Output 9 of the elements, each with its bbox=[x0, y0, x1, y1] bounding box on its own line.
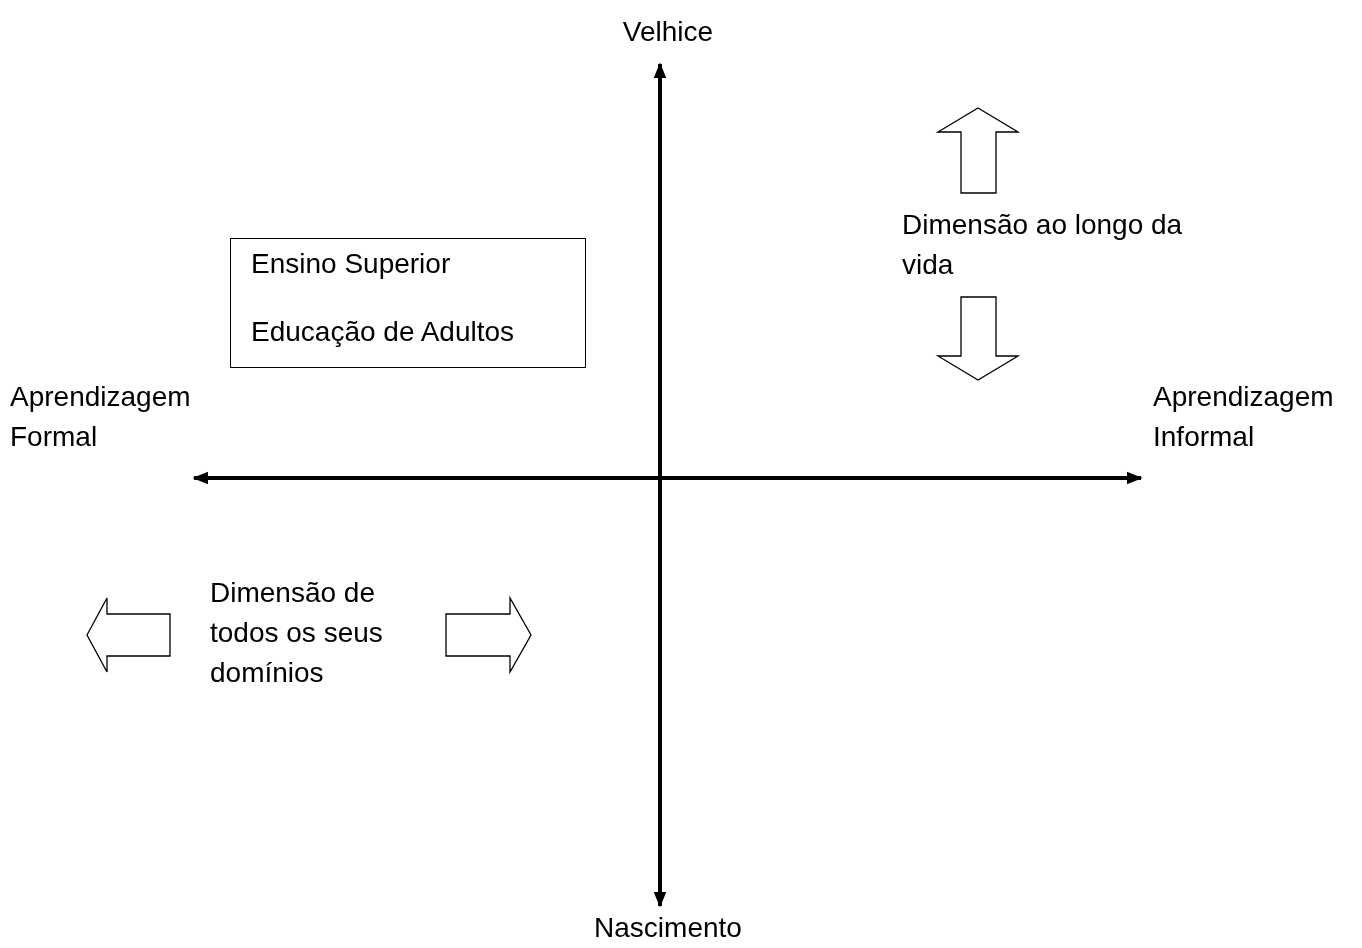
dimension-text: Dimensão ao longo da vida bbox=[902, 208, 1184, 282]
axis-label: Nascimento bbox=[593, 911, 743, 945]
axis-label: Aprendizagem Informal bbox=[1153, 380, 1335, 454]
axis-label: Aprendizagem Formal bbox=[10, 380, 192, 454]
dimension-text: Dimensão de todos os seus domínios bbox=[210, 576, 384, 690]
text-box bbox=[230, 238, 586, 368]
box-text: Educação de Adultos bbox=[251, 315, 516, 349]
axis-label: Velhice bbox=[621, 15, 715, 49]
box-text: Ensino Superior bbox=[251, 247, 452, 281]
